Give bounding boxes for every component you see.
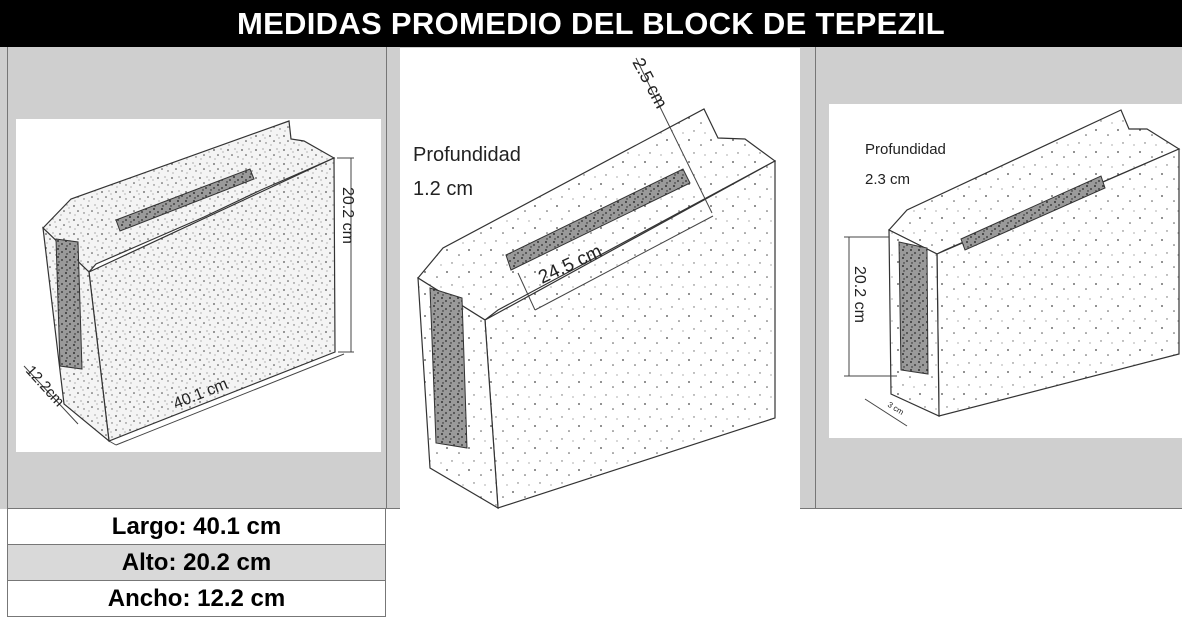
profundidad-value-right: 2.3 cm (865, 171, 910, 188)
page-title: MEDIDAS PROMEDIO DEL BLOCK DE TEPEZIL (0, 0, 1182, 47)
dimension-ancho: Ancho: 12.2 cm (7, 581, 386, 617)
dimension-largo: Largo: 40.1 cm (7, 509, 386, 545)
panel-left (7, 47, 385, 509)
profundidad-label-right: Profundidad (865, 141, 946, 158)
groove-side-figure: 20.2 cm 3 cm Profundidad 2.3 cm (829, 104, 1182, 438)
alto-label: 20.2 cm (339, 187, 356, 244)
profundidad-value: 1.2 cm (413, 178, 473, 200)
groove-top-figure: 2.5 cm 24.5 cm Profundidad 1.2 cm (400, 48, 800, 510)
alto-label-right: 20.2 cm (851, 266, 868, 323)
profundidad-label: Profundidad (413, 144, 521, 166)
panel-center (386, 47, 815, 509)
dimension-alto: Alto: 20.2 cm (7, 545, 386, 581)
block-dimensions-figure: 20.2 cm 40.1 cm 12.2cm (16, 119, 381, 452)
dimensions-table: Largo: 40.1 cm Alto: 20.2 cm Ancho: 12.2… (7, 509, 386, 617)
ranura-ancho-label: 2.5 cm (628, 54, 671, 111)
panel-right (815, 47, 1182, 509)
